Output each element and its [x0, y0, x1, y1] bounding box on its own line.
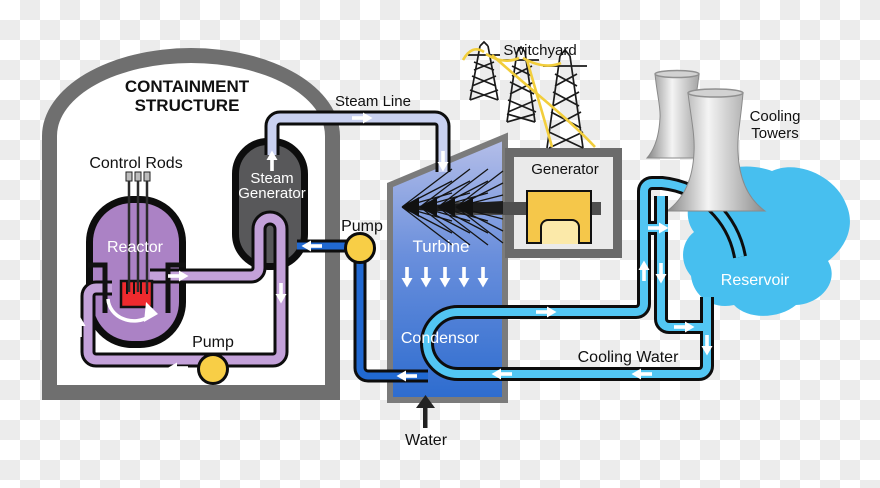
primary-pump-label: Pump: [192, 334, 234, 351]
water-label: Water: [404, 432, 448, 449]
steam-line-pipe: [267, 113, 448, 172]
feedwater-pump-label: Pump: [341, 218, 383, 235]
control-rods-label: Control Rods: [89, 155, 183, 172]
reservoir-label: Reservoir: [720, 272, 790, 289]
fuel-plates: [126, 282, 148, 294]
cooling-water-label: Cooling Water: [577, 349, 679, 366]
circulation-arrow: [106, 298, 151, 323]
core-shroud: [88, 262, 186, 313]
containment-title-line1: CONTAINMENT: [124, 77, 250, 96]
containment-title-line2: STRUCTURE: [134, 96, 240, 115]
generator-label: Generator: [531, 161, 599, 178]
steam-line-label: Steam Line: [335, 93, 411, 110]
generator-core-window: [540, 219, 580, 244]
cooling-towers-label: Cooling Towers: [749, 108, 801, 142]
switchyard-label: Switchyard: [503, 42, 577, 59]
control-rod-cap: [125, 171, 133, 182]
primary-coolant-loop-pipe: [83, 213, 286, 365]
reactor-internals: [88, 171, 186, 323]
steam-generator-label: Steam Generator: [238, 170, 306, 202]
feedwater-pipe: [297, 242, 428, 380]
power-wires: [461, 48, 596, 148]
containment-title: CONTAINMENT STRUCTURE: [92, 77, 282, 115]
primary-pump: [197, 353, 229, 385]
control-rods-icon: [127, 181, 149, 292]
water-arrow: [416, 395, 435, 428]
tower-return-pipe: [657, 196, 710, 331]
condensor-label: Condensor: [400, 330, 480, 347]
reactor-label: Reactor: [106, 239, 164, 256]
cooling-water-loop-pipe: [423, 195, 711, 378]
feedwater-pump: [344, 232, 376, 264]
turbine-label: Turbine: [412, 237, 470, 256]
control-rod-cap: [143, 171, 151, 182]
circulation-arrowhead: [144, 302, 158, 322]
control-rod-cap: [134, 171, 142, 182]
